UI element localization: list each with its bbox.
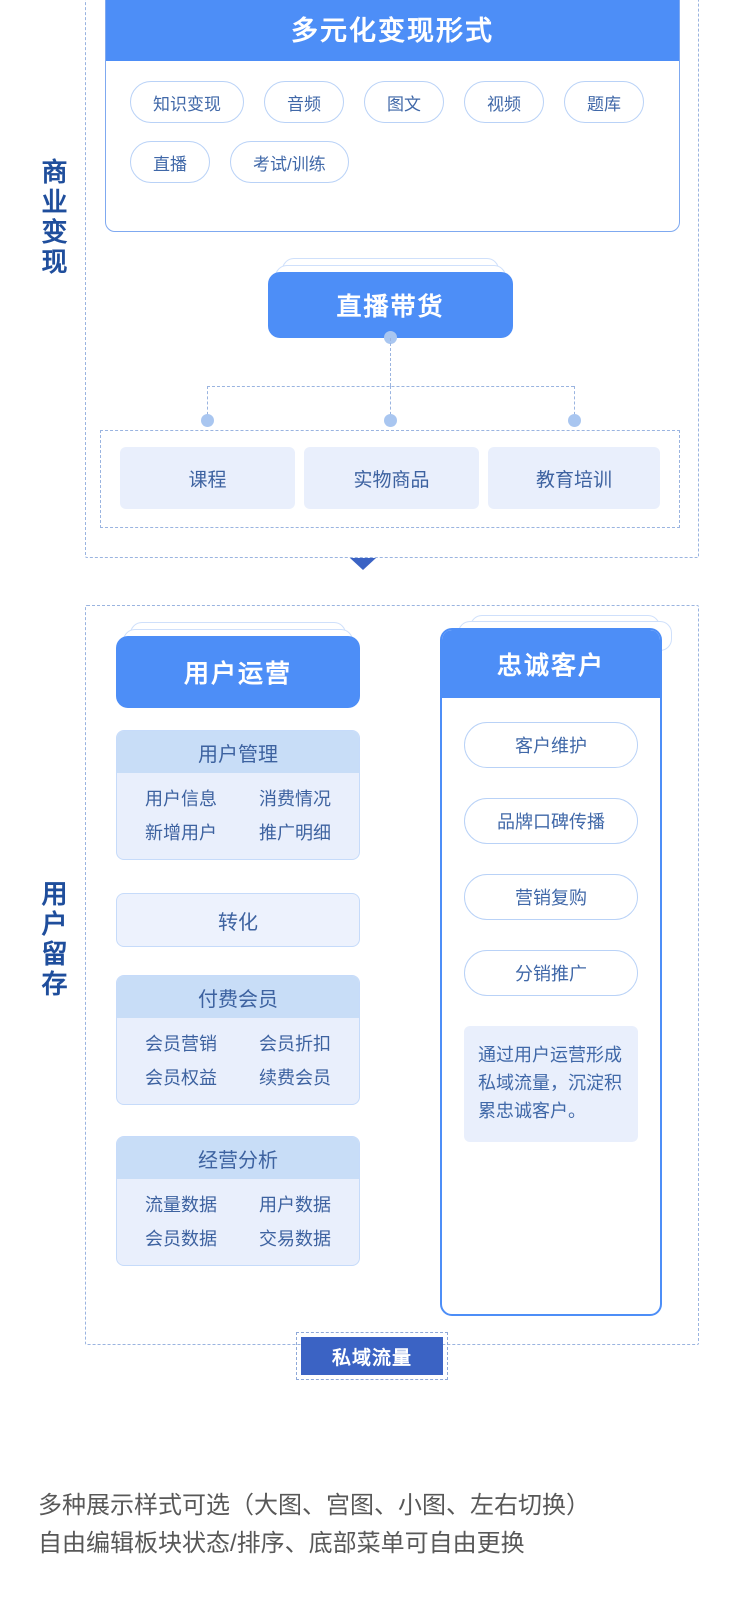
item-user-data[interactable]: 用户数据 (259, 1195, 331, 1215)
item-member-data[interactable]: 会员数据 (145, 1229, 217, 1249)
footer-description: 多种展示样式可选（大图、宫图、小图、左右切换） 自由编辑板块状态/排序、底部菜单… (38, 1487, 728, 1564)
module-user-management[interactable]: 用户管理 用户信息 消费情况 新增用户 推广明细 (116, 730, 360, 860)
live-children-frame (100, 430, 680, 528)
connector-vertical-left (207, 386, 208, 420)
monetization-forms-title: 多元化变现形式 (106, 0, 679, 61)
product-box-course[interactable]: 课程 (120, 447, 295, 509)
loyal-customer-title: 忠诚客户 (442, 630, 660, 698)
monetization-forms-card: 多元化变现形式 知识变现 音频 图文 视频 题库 直播 考试/训练 (105, 0, 680, 232)
loyal-pill-customer-maintenance[interactable]: 客户维护 (464, 722, 638, 768)
footer-line-1: 多种展示样式可选（大图、宫图、小图、左右切换） (38, 1492, 590, 1519)
module-business-analysis-items: 流量数据 用户数据 会员数据 交易数据 (117, 1179, 359, 1265)
connector-dot-goods (384, 414, 397, 427)
connector-vertical-center (390, 386, 391, 420)
side-label-retention: 用户留存 (38, 880, 68, 1000)
loyal-customer-note: 通过用户运营形成私域流量，沉淀积累忠诚客户。 (464, 1026, 638, 1142)
user-operations-title: 用户运营 (116, 636, 360, 708)
pill-audio[interactable]: 音频 (264, 81, 344, 123)
connector-vertical-trunk (390, 338, 391, 386)
loyal-pill-brand-word-of-mouth[interactable]: 品牌口碑传播 (464, 798, 638, 844)
connector-dot-source (384, 331, 397, 344)
item-new-users[interactable]: 新增用户 (145, 823, 217, 843)
loyal-pill-marketing-repurchase[interactable]: 营销复购 (464, 874, 638, 920)
item-consumption[interactable]: 消费情况 (259, 789, 331, 809)
pill-video[interactable]: 视频 (464, 81, 544, 123)
item-transaction-data[interactable]: 交易数据 (259, 1229, 331, 1249)
private-traffic-outline: 私域流量 (296, 1332, 448, 1380)
module-business-analysis-title: 经营分析 (117, 1137, 359, 1179)
item-user-info[interactable]: 用户信息 (145, 789, 217, 809)
item-member-marketing[interactable]: 会员营销 (145, 1034, 217, 1054)
monetization-section-frame (85, 0, 699, 558)
loyal-customer-body: 客户维护 品牌口碑传播 营销复购 分销推广 通过用户运营形成私域流量，沉淀积累忠… (442, 698, 660, 1142)
loyal-pill-distribution-promo[interactable]: 分销推广 (464, 950, 638, 996)
side-label-monetization: 商业变现 (38, 158, 68, 278)
item-promotion-detail[interactable]: 推广明细 (259, 823, 331, 843)
module-paid-membership-title: 付费会员 (117, 976, 359, 1018)
connector-vertical-right (574, 386, 575, 420)
connector-dot-course (201, 414, 214, 427)
live-commerce-title: 直播带货 (268, 272, 513, 338)
item-member-discount[interactable]: 会员折扣 (259, 1034, 331, 1054)
module-user-management-items: 用户信息 消费情况 新增用户 推广明细 (117, 773, 359, 859)
section-down-arrow-icon (350, 558, 376, 570)
footer-line-2: 自由编辑板块状态/排序、底部菜单可自由更换 (38, 1530, 525, 1558)
monetization-forms-pill-group: 知识变现 音频 图文 视频 题库 直播 考试/训练 (106, 61, 679, 183)
product-box-physical-goods[interactable]: 实物商品 (304, 447, 479, 509)
pill-image-text[interactable]: 图文 (364, 81, 444, 123)
connector-dot-training (568, 414, 581, 427)
item-member-benefits[interactable]: 会员权益 (145, 1068, 217, 1088)
item-traffic-data[interactable]: 流量数据 (145, 1195, 217, 1215)
pill-knowledge-monetization[interactable]: 知识变现 (130, 81, 244, 123)
product-box-education-training[interactable]: 教育培训 (488, 447, 660, 509)
pill-exam-training[interactable]: 考试/训练 (230, 141, 349, 183)
module-user-management-title: 用户管理 (117, 731, 359, 773)
module-paid-membership-items: 会员营销 会员折扣 会员权益 续费会员 (117, 1018, 359, 1104)
module-conversion[interactable]: 转化 (116, 893, 360, 947)
private-traffic-button[interactable]: 私域流量 (301, 1337, 443, 1375)
pill-live-stream[interactable]: 直播 (130, 141, 210, 183)
pill-question-bank[interactable]: 题库 (564, 81, 644, 123)
item-member-renewal[interactable]: 续费会员 (259, 1068, 331, 1088)
module-business-analysis[interactable]: 经营分析 流量数据 用户数据 会员数据 交易数据 (116, 1136, 360, 1266)
loyal-customer-card: 忠诚客户 客户维护 品牌口碑传播 营销复购 分销推广 通过用户运营形成私域流量，… (440, 628, 662, 1316)
module-paid-membership[interactable]: 付费会员 会员营销 会员折扣 会员权益 续费会员 (116, 975, 360, 1105)
